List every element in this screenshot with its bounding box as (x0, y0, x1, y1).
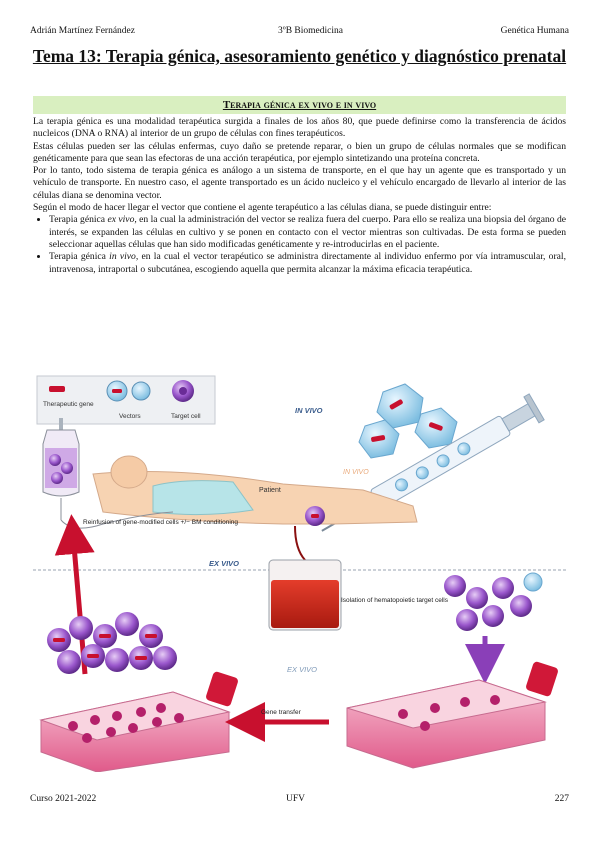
footer-year: Curso 2021-2022 (30, 794, 97, 804)
paragraph: Según el modo de hacer llegar el vector … (33, 202, 492, 214)
legend-target: Target cell (171, 413, 201, 420)
header-author: Adrián Martínez Fernández (30, 26, 135, 36)
paragraph: La terapia génica es una modalidad terap… (33, 116, 566, 140)
page-footer: Curso 2021-2022 UFV 227 (30, 794, 569, 808)
page-title: Tema 13: Terapia génica, asesoramiento g… (32, 46, 567, 66)
header-subject: Genética Humana (500, 26, 569, 36)
gene-therapy-figure: Therapeutic gene Vectors Target cell IN … (33, 374, 566, 773)
ex-vivo-top-label: EX VIVO (209, 559, 239, 568)
vector-cluster (358, 383, 458, 459)
page-number: 227 (554, 794, 569, 804)
patient-label: Patient (259, 487, 281, 494)
gene-therapy-illustration: Therapeutic gene Vectors Target cell IN … (33, 375, 566, 773)
patient: Patient (92, 455, 418, 526)
isolation-label: Isolation of hematopoietic target cells (341, 597, 449, 604)
blood-collection (268, 525, 342, 631)
footer-institution: UFV (286, 794, 306, 804)
body-text: La terapia génica es una modalidad terap… (33, 116, 566, 276)
header-course: 3ºB Biomedicina (278, 26, 343, 36)
section-title: Terapia génica ex vivo e in vivo (33, 96, 566, 114)
page-header: Adrián Martínez Fernández 3ºB Biomedicin… (30, 26, 569, 40)
in-vivo-small-label: IN VIVO (343, 469, 369, 476)
isolated-cells (444, 572, 543, 631)
ex-vivo-bottom-label: EX VIVO (287, 665, 317, 674)
culture-flask-left (39, 671, 238, 773)
reinfusion-label: Reinfusion of gene-modified cells +/− BM… (83, 519, 238, 526)
list-item: Terapia génica ex vivo, en la cual la ad… (49, 214, 566, 251)
bullet-term: in vivo, (109, 251, 139, 263)
bullet-term: ex vivo, (107, 214, 137, 226)
list-item: Terapia génica in vivo, en la cual el ve… (49, 251, 566, 276)
legend-vectors: Vectors (119, 413, 141, 420)
legend: Therapeutic gene Vectors Target cell (36, 375, 216, 425)
in-vivo-label: IN VIVO (295, 406, 323, 415)
culture-flask-right (346, 661, 558, 769)
bullet-list: Terapia génica ex vivo, en la cual la ad… (33, 214, 566, 275)
paragraph: Estas células pueden ser las células enf… (33, 140, 566, 164)
legend-gene: Therapeutic gene (43, 401, 94, 408)
iv-bag (42, 418, 80, 520)
modified-cells (47, 612, 177, 674)
paragraph: Por lo tanto, todo sistema de terapia gé… (33, 165, 566, 201)
syringe (321, 393, 545, 532)
gene-icon (49, 386, 65, 392)
gene-transfer-label: Gene transfer (261, 709, 302, 716)
